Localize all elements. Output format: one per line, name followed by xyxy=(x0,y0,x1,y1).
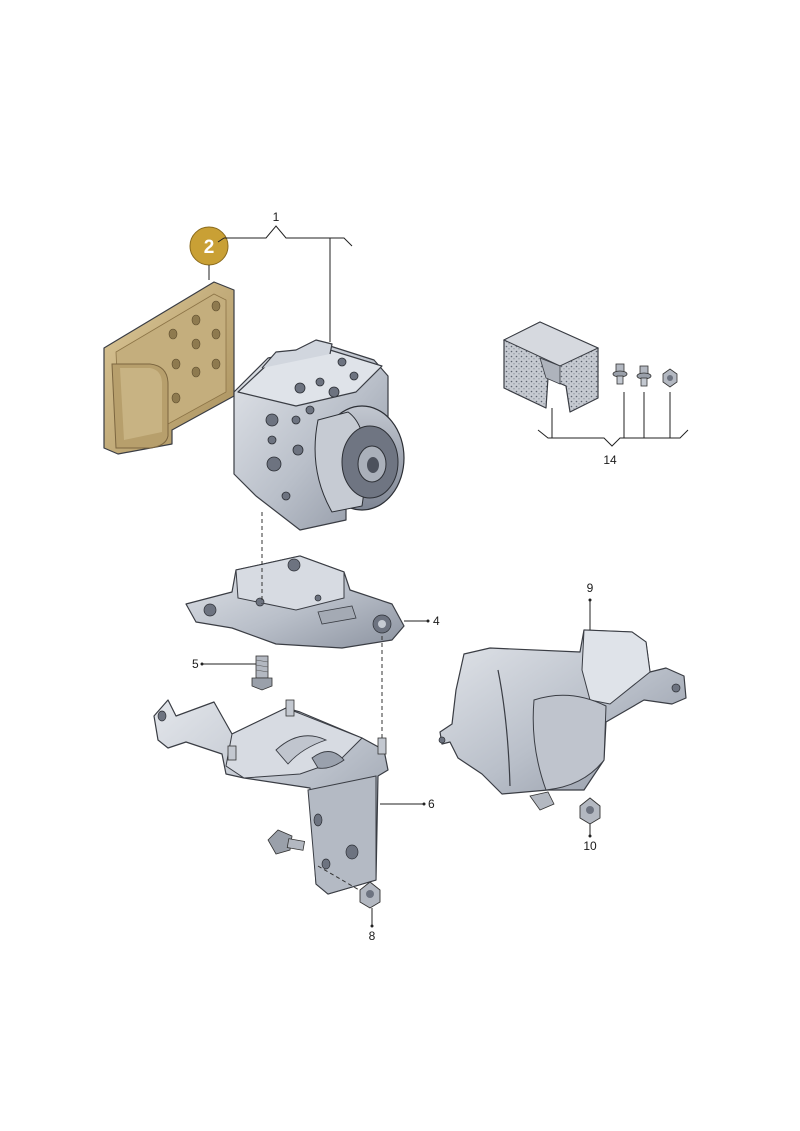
callout-label-4: 4 xyxy=(433,614,440,628)
callout-label-5: 5 xyxy=(192,657,199,671)
bracket-bolt[interactable] xyxy=(267,829,306,855)
mounting-plate-part-4[interactable] xyxy=(185,555,405,649)
nut-part-8[interactable] xyxy=(359,881,381,909)
fastener-set-part-14[interactable] xyxy=(612,363,678,388)
callout-9[interactable]: 9 xyxy=(587,581,594,630)
bolt-part-5[interactable] xyxy=(251,655,273,691)
callout-1[interactable]: 1 xyxy=(217,210,353,342)
callout-5[interactable]: 5 xyxy=(192,657,256,671)
callout-6[interactable]: 6 xyxy=(380,797,435,811)
heat-shield-part-9[interactable] xyxy=(438,629,687,811)
control-unit-part-2[interactable] xyxy=(103,281,235,455)
callout-badge-2[interactable]: 2 xyxy=(189,226,229,280)
callout-10[interactable]: 10 xyxy=(583,824,597,853)
hydraulic-unit-part-1[interactable] xyxy=(233,339,405,531)
callout-label-2: 2 xyxy=(204,237,215,258)
callout-14[interactable]: 14 xyxy=(537,392,689,467)
callout-label-8: 8 xyxy=(369,929,376,943)
callout-label-9: 9 xyxy=(587,581,594,595)
callout-8[interactable]: 8 xyxy=(369,908,376,943)
callout-4[interactable]: 4 xyxy=(404,614,440,628)
nut-part-10[interactable] xyxy=(579,797,601,825)
bracket-part-6[interactable] xyxy=(153,699,389,895)
callout-label-14: 14 xyxy=(603,453,617,467)
callout-label-6: 6 xyxy=(428,797,435,811)
alignment-line xyxy=(317,865,367,895)
callout-label-1: 1 xyxy=(273,210,280,224)
callout-label-10: 10 xyxy=(583,839,597,853)
foam-pad-part-14[interactable] xyxy=(502,321,600,413)
